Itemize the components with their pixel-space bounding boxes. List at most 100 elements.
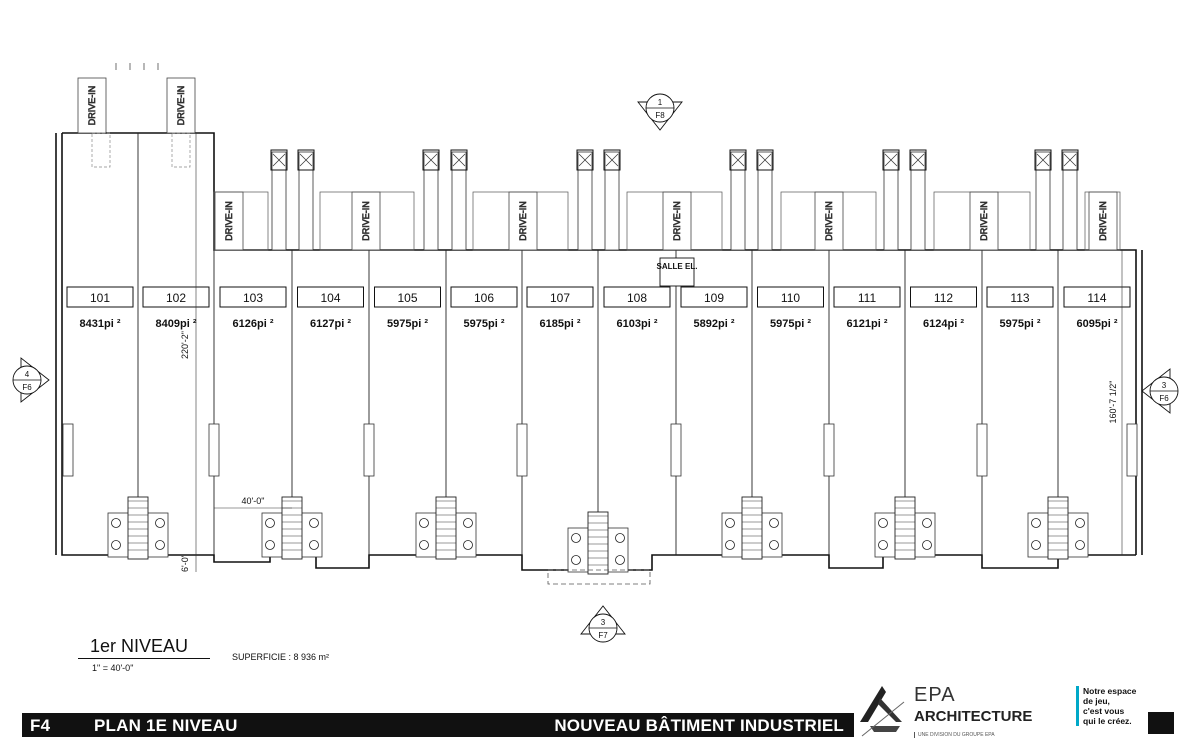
fixture-icon (419, 518, 429, 528)
section-marker-number: 1 (658, 98, 663, 107)
dock-hatch (272, 153, 286, 167)
dock-bumper (422, 149, 440, 171)
dock-leveler (910, 151, 926, 251)
dock-leveler (1062, 151, 1078, 251)
drive-in-label: DRIVE-IN (87, 86, 97, 126)
drive-in-door (969, 191, 999, 251)
drive-in-ghost (171, 132, 191, 168)
washroom-core (741, 496, 763, 560)
unit-area: 6127pi ² (310, 318, 351, 330)
fixture-icon (111, 540, 121, 550)
unit-number-box (833, 286, 901, 308)
unit-number: 104 (320, 291, 340, 305)
fixture-icon (878, 518, 888, 528)
drive-in-label: DRIVE-IN (361, 201, 371, 241)
fixture-icon (922, 518, 932, 528)
fixture-icon (922, 540, 932, 550)
dimension-bay-width: 40'-0" (242, 496, 265, 506)
stair-block (363, 423, 375, 477)
dock-hatch (424, 153, 438, 167)
fixture-icon (571, 555, 581, 565)
washroom-core (435, 496, 457, 560)
sheet-title: PLAN 1E NIVEAU (94, 716, 238, 735)
fixture-icon (725, 540, 735, 550)
unit-area: 8431pi ² (80, 318, 121, 330)
docks-layer: DRIVE-IN DRIVE-IN DRIVE-IN DRIVE-IN DRIVE-IN… (77, 63, 1121, 251)
fixture-icon (1031, 518, 1041, 528)
epa-logo: EPA ARCHITECTURE UNE DIVISION DU GROUPE … (856, 680, 1056, 742)
fixture-icon (769, 540, 779, 550)
drive-in-label: DRIVE-IN (518, 201, 528, 241)
unit-number: 106 (474, 291, 494, 305)
unit-number: 113 (1010, 291, 1029, 305)
tagline-line: de jeu, (1083, 696, 1110, 706)
stair-block (62, 423, 74, 477)
dock-bumper (909, 149, 927, 171)
outline-bottom (61, 133, 1136, 571)
canopy-outline (626, 191, 723, 251)
fixture-icon (463, 518, 473, 528)
fixture-icon (155, 540, 165, 550)
stair-block (823, 423, 835, 477)
section-marker-number: 4 (25, 370, 30, 379)
unit-area: 5975pi ² (464, 318, 505, 330)
drive-in-label: DRIVE-IN (672, 201, 682, 241)
fixture-icon (769, 518, 779, 528)
dock-leveler (271, 151, 287, 251)
canopy-outline (472, 191, 569, 251)
drive-in-label: DRIVE-IN (824, 201, 834, 241)
dock-hatch (911, 153, 925, 167)
washroom-core (587, 511, 609, 575)
dock-leveler (451, 151, 467, 251)
dock-bumper (270, 149, 288, 171)
section-marker-number: 3 (601, 618, 606, 627)
dock-hatch (299, 153, 313, 167)
unit-area: 5975pi ² (387, 318, 428, 330)
stair-block (208, 423, 220, 477)
tagline-line: c'est vous (1083, 706, 1125, 716)
epa-logo-mark-icon (860, 686, 905, 737)
canopy-outline (213, 191, 269, 251)
unit-number-box (297, 286, 364, 308)
dock-leveler (423, 151, 439, 251)
dock-leveler (577, 151, 593, 251)
fixture-icon (265, 540, 275, 550)
unit-area: 5892pi ² (694, 318, 735, 330)
dimension-depth-right: 160'-7 1/2" (1108, 381, 1118, 424)
drive-in-label: DRIVE-IN (224, 201, 234, 241)
dock-leveler (757, 151, 773, 251)
salle-el-label: SALLE EL. (657, 262, 698, 271)
logo-subtitle: ARCHITECTURE (914, 708, 1033, 725)
stair-block (670, 423, 682, 477)
drive-in-door (214, 191, 244, 251)
unit-number: 103 (243, 291, 263, 305)
unit-number: 101 (90, 291, 110, 305)
fixture-icon (615, 533, 625, 543)
tagline-line: qui le créez. (1083, 716, 1132, 726)
dock-bumper (603, 149, 621, 171)
project-name: NOUVEAU BÂTIMENT INDUSTRIEL (554, 716, 844, 735)
drive-in-door (77, 77, 107, 134)
dock-hatch (452, 153, 466, 167)
fixture-icon (309, 540, 319, 550)
sheet-code: F4 (30, 716, 51, 735)
fixture-icon (419, 540, 429, 550)
unit-number: 110 (781, 291, 800, 305)
dimension-depth-left: 220'-2" (180, 331, 190, 359)
unit-number: 114 (1087, 291, 1106, 305)
washroom-core (127, 496, 149, 560)
section-marker-sheet: F7 (598, 631, 608, 640)
fixture-icon (265, 518, 275, 528)
dock-bumper (450, 149, 468, 171)
dock-bumper (756, 149, 774, 171)
logo-name: EPA (914, 684, 956, 706)
canopy-outline (933, 191, 1031, 251)
unit-number-box (757, 286, 824, 308)
fixture-icon (878, 540, 888, 550)
unit-area: 6121pi ² (847, 318, 888, 330)
unit-number-box (450, 286, 518, 308)
canopy-outline (1084, 191, 1121, 251)
unit-area: 6185pi ² (540, 318, 581, 330)
fixture-icon (155, 518, 165, 528)
